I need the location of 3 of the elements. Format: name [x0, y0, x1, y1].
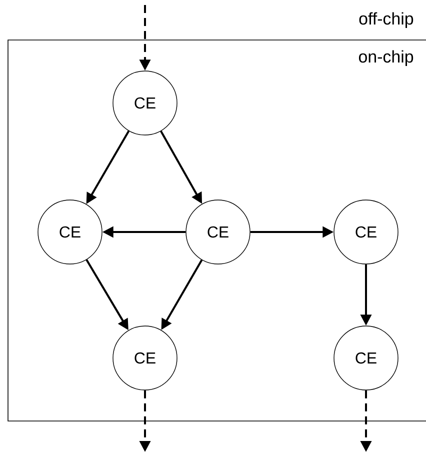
region-label: on-chip [358, 50, 414, 66]
chip-region [8, 40, 426, 422]
region-label: off-chip [359, 12, 414, 28]
